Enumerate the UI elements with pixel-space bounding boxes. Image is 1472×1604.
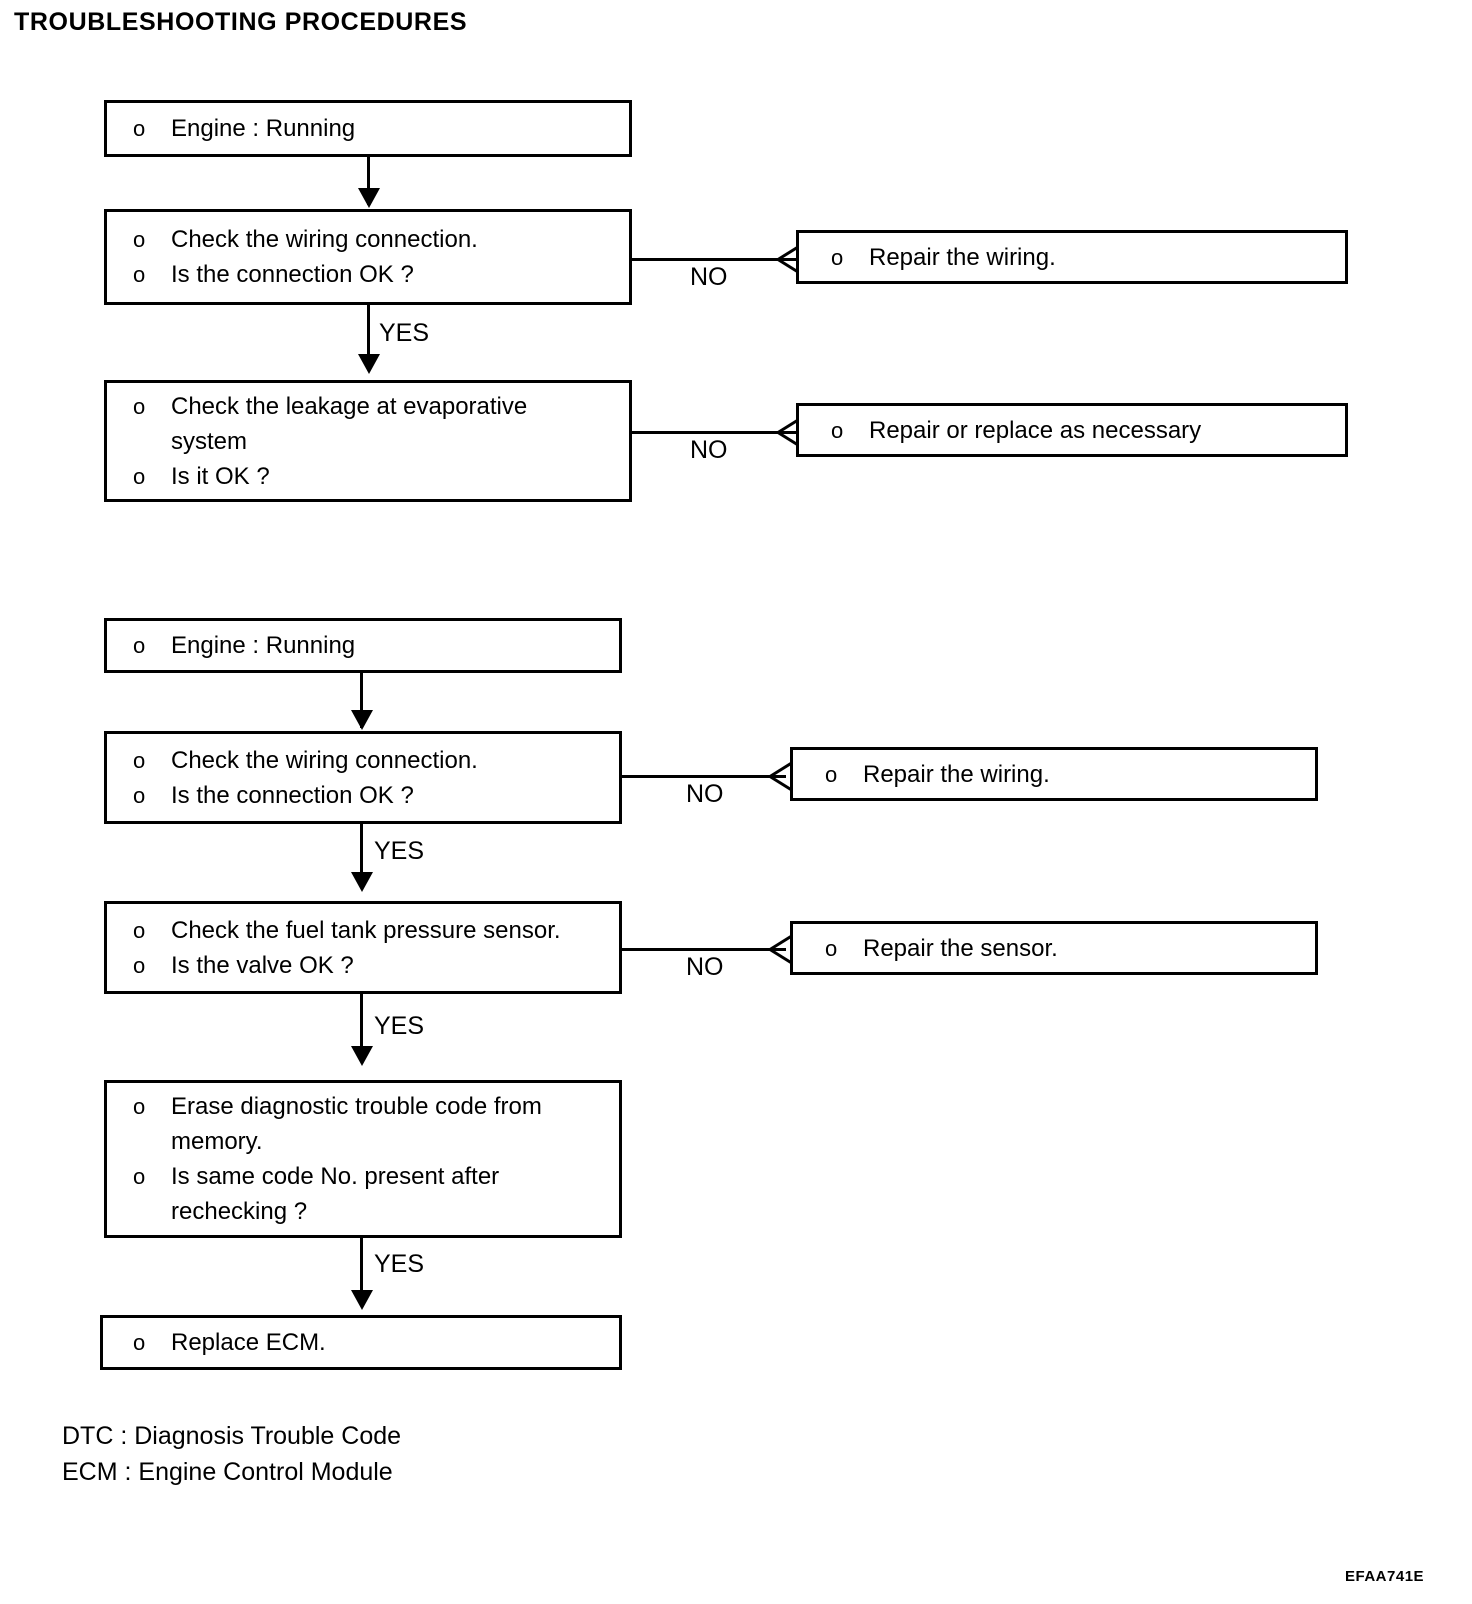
s2-erase-code-line-4: rechecking ? xyxy=(171,1198,308,1225)
s1-check-wiring-line-2: o Is the connection OK ? xyxy=(133,257,629,292)
s1-no-label-2: NO xyxy=(690,436,728,464)
s2-repair-wiring-box: o Repair the wiring. xyxy=(790,747,1318,801)
bullet-icon: o xyxy=(133,116,146,141)
s2-yes-label-1: YES xyxy=(374,837,425,865)
arrow-down-icon xyxy=(351,1290,373,1310)
bullet-icon: o xyxy=(133,227,146,252)
arrow-down-icon xyxy=(351,710,373,730)
s1-connector-start-step1 xyxy=(367,157,370,205)
s2-yes-connector-2 xyxy=(360,994,363,1059)
bullet-icon: o xyxy=(831,244,844,270)
figure-code: EFAA741E xyxy=(1345,1568,1425,1585)
s1-check-wiring-line-1: o Check the wiring connection. xyxy=(133,222,629,257)
s1-check-leakage-box: o Check the leakage at evaporative syste… xyxy=(104,380,632,502)
s2-repair-sensor-content: o Repair the sensor. xyxy=(793,924,1315,972)
s1-yes-label-1: YES xyxy=(379,319,430,347)
s1-no-branch-1-line xyxy=(630,258,796,261)
bullet-icon: o xyxy=(831,417,844,443)
bullet-icon: o xyxy=(133,633,146,658)
bullet-icon: o xyxy=(133,747,146,773)
s1-check-leakage-line-2: system xyxy=(171,427,248,455)
s2-connector-start-step1 xyxy=(360,673,363,728)
bullet-icon: o xyxy=(133,1164,146,1189)
s2-no-label-1: NO xyxy=(686,780,724,808)
s2-no-branch-1-line xyxy=(620,775,786,778)
legend-line-ecm: ECM : Engine Control Module xyxy=(62,1458,393,1486)
s1-check-leakage-content: o Check the leakage at evaporative syste… xyxy=(107,383,629,499)
s2-check-sensor-line-1: o Check the fuel tank pressure sensor. xyxy=(133,913,619,948)
s1-check-wiring-content: o Check the wiring connection. o Is the … xyxy=(107,212,629,302)
bullet-icon: o xyxy=(133,393,146,419)
s1-repair-or-replace-line-1: o Repair or replace as necessary xyxy=(831,413,1345,448)
s1-repair-wiring-box: o Repair the wiring. xyxy=(796,230,1348,284)
s2-start-box-content: o Engine : Running xyxy=(107,621,619,670)
s2-replace-ecm-line-1: o Replace ECM. xyxy=(133,1325,619,1360)
arrow-down-icon xyxy=(351,872,373,892)
s2-check-wiring-line-1: o Check the wiring connection. xyxy=(133,743,619,778)
s2-no-branch-2-line xyxy=(620,948,786,951)
s2-erase-code-line-3: o Is same code No. present after xyxy=(133,1159,619,1194)
bullet-icon: o xyxy=(133,917,146,943)
s1-repair-wiring-content: o Repair the wiring. xyxy=(799,233,1345,281)
bullet-icon: o xyxy=(133,463,146,489)
s2-erase-code-line-2: memory. xyxy=(171,1128,263,1155)
s1-no-label-1: NO xyxy=(690,263,728,291)
arrow-down-icon xyxy=(358,354,380,374)
bullet-icon: o xyxy=(133,1330,146,1355)
s2-yes-label-2: YES xyxy=(374,1012,425,1040)
s2-erase-code-content: o Erase diagnostic trouble code from mem… xyxy=(107,1083,619,1235)
s1-no-branch-2-line xyxy=(630,431,796,434)
s2-check-sensor-line-2: o Is the valve OK ? xyxy=(133,948,619,983)
s2-erase-code-line-1: o Erase diagnostic trouble code from xyxy=(133,1089,619,1124)
s2-yes-label-3: YES xyxy=(374,1250,425,1278)
s1-start-box: o Engine : Running xyxy=(104,100,632,157)
arrow-down-icon xyxy=(358,188,380,208)
s2-repair-sensor-line-1: o Repair the sensor. xyxy=(825,931,1315,966)
s1-repair-wiring-line-1: o Repair the wiring. xyxy=(831,240,1345,275)
s2-check-wiring-content: o Check the wiring connection. o Is the … xyxy=(107,734,619,821)
bullet-icon: o xyxy=(133,952,146,978)
bullet-icon: o xyxy=(825,935,838,961)
bullet-icon: o xyxy=(133,782,146,808)
s2-check-wiring-box: o Check the wiring connection. o Is the … xyxy=(104,731,622,824)
page-title: TROUBLESHOOTING PROCEDURES xyxy=(14,8,468,36)
s2-repair-sensor-box: o Repair the sensor. xyxy=(790,921,1318,975)
s2-replace-ecm-box: o Replace ECM. xyxy=(100,1315,622,1370)
s1-repair-or-replace-box: o Repair or replace as necessary xyxy=(796,403,1348,457)
bullet-icon: o xyxy=(825,761,838,787)
s2-replace-ecm-content: o Replace ECM. xyxy=(103,1318,619,1367)
legend: DTC : Diagnosis Trouble Code ECM : Engin… xyxy=(62,1418,401,1490)
arrow-down-icon xyxy=(351,1046,373,1066)
s1-start-box-content: o Engine : Running xyxy=(107,103,629,154)
s2-no-label-2: NO xyxy=(686,953,724,981)
s2-start-box: o Engine : Running xyxy=(104,618,622,673)
legend-line-dtc: DTC : Diagnosis Trouble Code xyxy=(62,1422,402,1450)
s1-start-line-1: o Engine : Running xyxy=(133,111,629,146)
s2-start-line-1: o Engine : Running xyxy=(133,628,619,663)
s2-check-sensor-box: o Check the fuel tank pressure sensor. o… xyxy=(104,901,622,994)
s1-check-leakage-line-1: o Check the leakage at evaporative xyxy=(133,389,629,424)
s1-check-leakage-line-3: o Is it OK ? xyxy=(133,459,629,494)
s1-yes-connector-1 xyxy=(367,305,370,367)
s2-yes-connector-1 xyxy=(360,824,363,886)
bullet-icon: o xyxy=(133,1094,146,1119)
s2-repair-wiring-content: o Repair the wiring. xyxy=(793,750,1315,798)
s2-check-sensor-content: o Check the fuel tank pressure sensor. o… xyxy=(107,904,619,991)
bullet-icon: o xyxy=(133,262,146,287)
s2-repair-wiring-line-1: o Repair the wiring. xyxy=(825,757,1315,792)
s1-repair-or-replace-content: o Repair or replace as necessary xyxy=(799,406,1345,454)
s2-yes-connector-3 xyxy=(360,1238,363,1303)
s1-check-wiring-box: o Check the wiring connection. o Is the … xyxy=(104,209,632,305)
s2-erase-code-box: o Erase diagnostic trouble code from mem… xyxy=(104,1080,622,1238)
s2-check-wiring-line-2: o Is the connection OK ? xyxy=(133,778,619,813)
